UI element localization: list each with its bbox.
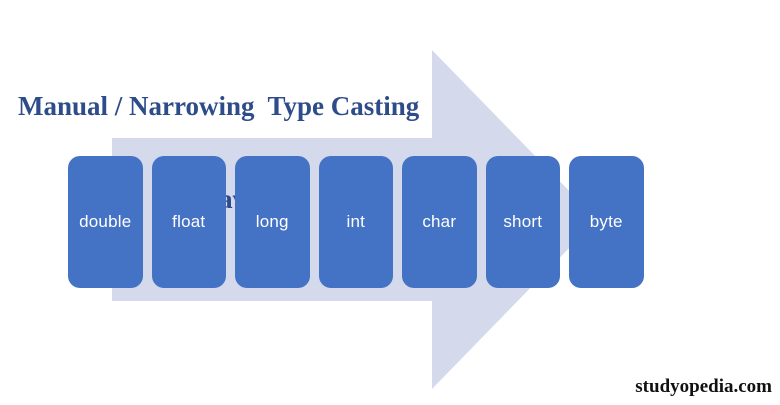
watermark-studyopedia: studyopedia.com <box>635 376 772 397</box>
type-box-int: int <box>318 156 393 288</box>
type-box-short: short <box>485 156 560 288</box>
page-title-line-1: Manual / Narrowing Type Casting <box>18 91 420 121</box>
type-box-byte: byte <box>569 156 644 288</box>
type-boxes-row: double float long int char short byte <box>68 156 644 288</box>
type-box-float: float <box>151 156 226 288</box>
type-box-long: long <box>235 156 310 288</box>
type-box-double: double <box>68 156 143 288</box>
type-box-char: char <box>402 156 477 288</box>
